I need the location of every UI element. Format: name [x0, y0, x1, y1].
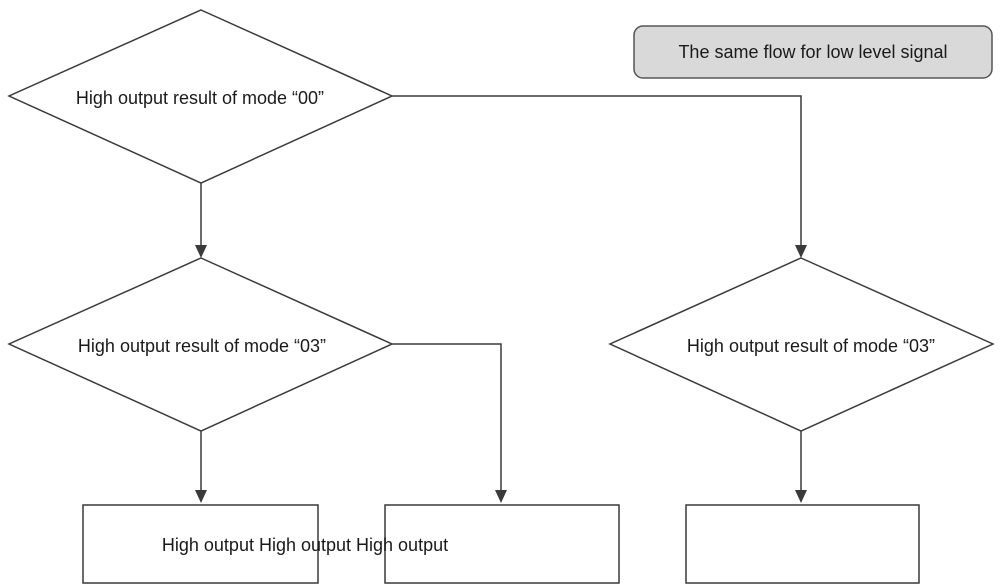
- output-boxes: High output High output High output: [82, 504, 920, 584]
- note-label: The same flow for low level signal: [678, 42, 947, 62]
- arrowhead-icon: [195, 245, 207, 258]
- decision-label-mode-00: High output result of mode “00”: [76, 88, 324, 108]
- decision-diamond-mode-03-right: [608, 257, 995, 432]
- decision-label-mode-03-left: High output result of mode “03”: [78, 336, 326, 356]
- decision-mode-03-right: High output result of mode “03”: [608, 257, 995, 432]
- note-box: The same flow for low level signal: [633, 25, 993, 79]
- arrowhead-icon: [195, 490, 207, 503]
- decision-mode-03-left: High output result of mode “03”: [7, 257, 394, 432]
- arrowhead-icon: [795, 245, 807, 258]
- connector-03-left-to-output-2: [392, 343, 502, 492]
- connectors: [195, 95, 807, 503]
- decision-label-mode-03-right: High output result of mode “03”: [687, 336, 935, 356]
- note-box-shape: [633, 25, 993, 79]
- decision-mode-00: High output result of mode “00”: [7, 9, 394, 184]
- output-box-2: [384, 504, 620, 584]
- decision-diamond-mode-03-left: [7, 257, 394, 432]
- output-overlap-label: High output High output High output: [162, 535, 448, 555]
- arrowhead-icon: [795, 490, 807, 503]
- output-box-1: [82, 504, 319, 584]
- output-box-3: [685, 504, 920, 584]
- connector-00-to-03-right: [392, 95, 802, 247]
- decision-diamond-mode-00: [7, 9, 394, 184]
- arrowhead-icon: [495, 490, 507, 503]
